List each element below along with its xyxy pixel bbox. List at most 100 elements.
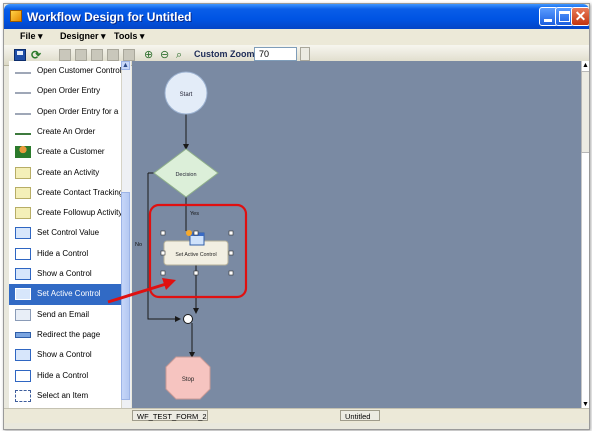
highlight-box	[148, 203, 248, 299]
toolbox-item-label: Open Customer Control	[37, 66, 121, 75]
zoom-search-icon[interactable]: ⌕	[176, 49, 183, 61]
toolbox-item-label: Create a Customer	[37, 147, 105, 157]
close-icon: ✕	[574, 8, 587, 24]
connector-no-branch	[147, 173, 181, 322]
order-icon	[15, 131, 31, 135]
toolbox-item-label: Show a Control	[37, 350, 92, 360]
toolbox-item[interactable]: Create Followup Activity	[9, 203, 121, 224]
action-node-label: Set Active Control	[175, 252, 216, 258]
canvas-scrollbar[interactable]	[581, 61, 589, 410]
resize-handle-tr[interactable]	[228, 230, 234, 236]
paste-icon[interactable]	[91, 49, 103, 61]
status-form-name: WF_TEST_FORM_2	[132, 410, 208, 421]
callout-arrow-head	[162, 278, 176, 290]
toolbox-item[interactable]: Hide a Control	[9, 244, 121, 265]
followup-icon	[15, 207, 31, 220]
toolbox-item-label: Select an Item	[37, 390, 89, 400]
redirect-icon	[15, 331, 31, 338]
toolbox-item[interactable]: Select an Item	[9, 386, 121, 407]
join-node[interactable]	[183, 314, 193, 324]
zoom-in-icon[interactable]: ⊕	[144, 49, 154, 61]
control-value-icon	[15, 227, 31, 240]
toolbox-item-label: Create Followup Activity	[37, 208, 121, 218]
status-document: Untitled	[340, 410, 380, 421]
toolbox-item[interactable]: Create An Order	[9, 122, 121, 143]
activity-icon	[15, 166, 31, 179]
resize-handle-b[interactable]	[193, 270, 199, 276]
toolbox-item[interactable]: Create a Customer	[9, 142, 121, 163]
resize-handle-bl[interactable]	[160, 270, 166, 276]
toolbox-item[interactable]: Create Contact Tracking	[9, 183, 121, 204]
hide-control-icon	[15, 369, 31, 382]
title-bar[interactable]: Workflow Design for Untitled ✕	[4, 4, 589, 29]
open-form-icon	[15, 90, 31, 95]
open-form-icon	[15, 111, 31, 115]
custom-zoom-label: Custom Zoom	[194, 49, 255, 59]
refresh-icon[interactable]: ⟳	[31, 48, 42, 62]
toolbox-item[interactable]: Send an Email	[9, 305, 121, 326]
canvas-scroll-down-arrow[interactable]: ▼	[582, 401, 589, 408]
maximize-icon	[559, 11, 570, 22]
menu-designer[interactable]: Designer ▾	[60, 31, 106, 41]
decision-label: Decision	[175, 172, 196, 178]
toolbox-item-label: Open Order Entry for a Cus	[37, 106, 121, 116]
canvas-scroll-thumb[interactable]	[581, 71, 589, 153]
save-icon[interactable]	[14, 49, 26, 61]
show-control-icon	[15, 349, 31, 362]
start-node[interactable]	[164, 71, 208, 115]
window-title: Workflow Design for Untitled	[27, 10, 192, 24]
zoom-stepper[interactable]	[300, 47, 310, 61]
zoom-out-icon[interactable]: ⊖	[160, 49, 170, 61]
toolbox-item[interactable]: Create an Activity	[9, 163, 121, 184]
canvas-scroll-up-arrow[interactable]: ▲	[582, 62, 589, 69]
customer-icon	[15, 146, 31, 159]
cut-icon[interactable]	[59, 49, 71, 61]
toolbox-item-label: Show a Control	[37, 269, 92, 278]
toolbox-item[interactable]: Show a Control	[9, 345, 121, 366]
start-label: Start	[180, 92, 193, 98]
status-bar: WF_TEST_FORM_2 Untitled	[4, 408, 589, 423]
yes-label: Yes	[190, 211, 199, 217]
toolbox-item-label: Create Contact Tracking	[37, 187, 121, 197]
decision-node[interactable]	[153, 148, 219, 198]
toolbox-item[interactable]: Set Active Control	[9, 284, 121, 306]
stop-label: Stop	[182, 377, 195, 383]
resize-handle-t[interactable]	[193, 230, 199, 236]
close-button[interactable]: ✕	[571, 7, 589, 26]
hide-control-icon	[15, 247, 31, 260]
toolbox-item[interactable]: Open Customer Control	[9, 61, 121, 82]
zoom-input[interactable]: 70	[254, 47, 297, 61]
toolbox-item-label: Create An Order	[37, 126, 96, 136]
resize-handle-br[interactable]	[228, 270, 234, 276]
toolbox-item[interactable]: Show a Control	[9, 264, 121, 285]
copy-icon[interactable]	[75, 49, 87, 61]
resize-handle-l[interactable]	[160, 250, 166, 256]
toolbox-item-label: Send an Email	[37, 309, 90, 319]
callout-arrow	[107, 278, 176, 304]
toolbox-item[interactable]: Open Order Entry	[9, 81, 121, 102]
resize-handle-r[interactable]	[228, 250, 234, 256]
toolbox-item[interactable]: Redirect the page	[9, 325, 121, 346]
no-label: No	[135, 242, 142, 248]
menu-tools[interactable]: Tools ▾	[114, 31, 145, 41]
workflow-canvas[interactable]: Start Decision Yes No Set Active Control	[132, 61, 581, 410]
open-form-icon	[15, 70, 31, 74]
toolbox-item-label: Hide a Control	[37, 248, 89, 258]
toolbox-item-label: Open Order Entry	[37, 86, 101, 96]
toolbox-item-label: Hide a Control	[37, 370, 89, 380]
resize-handle-tl[interactable]	[160, 230, 166, 236]
toolbox-item[interactable]: Hide a Control	[9, 366, 121, 387]
minimize-icon	[544, 19, 552, 22]
toolbox-item-label: Create an Activity	[37, 167, 100, 177]
show-control-icon	[15, 268, 31, 280]
undo-icon[interactable]	[107, 49, 119, 61]
toolbar: ⟳ ⊕ ⊖ ⌕ Custom Zoom 70	[4, 45, 589, 66]
toolbox-item[interactable]: Open Order Entry for a Cus	[9, 102, 121, 123]
scroll-up-arrow[interactable]: ▲	[121, 61, 130, 70]
redo-icon[interactable]	[123, 49, 135, 61]
callout-arrow-shaft	[107, 282, 167, 304]
toolbox-item[interactable]: Set Control Value	[9, 223, 121, 244]
menu-file[interactable]: File ▾	[20, 31, 43, 41]
select-item-icon	[15, 389, 31, 402]
stop-node[interactable]	[165, 356, 211, 400]
